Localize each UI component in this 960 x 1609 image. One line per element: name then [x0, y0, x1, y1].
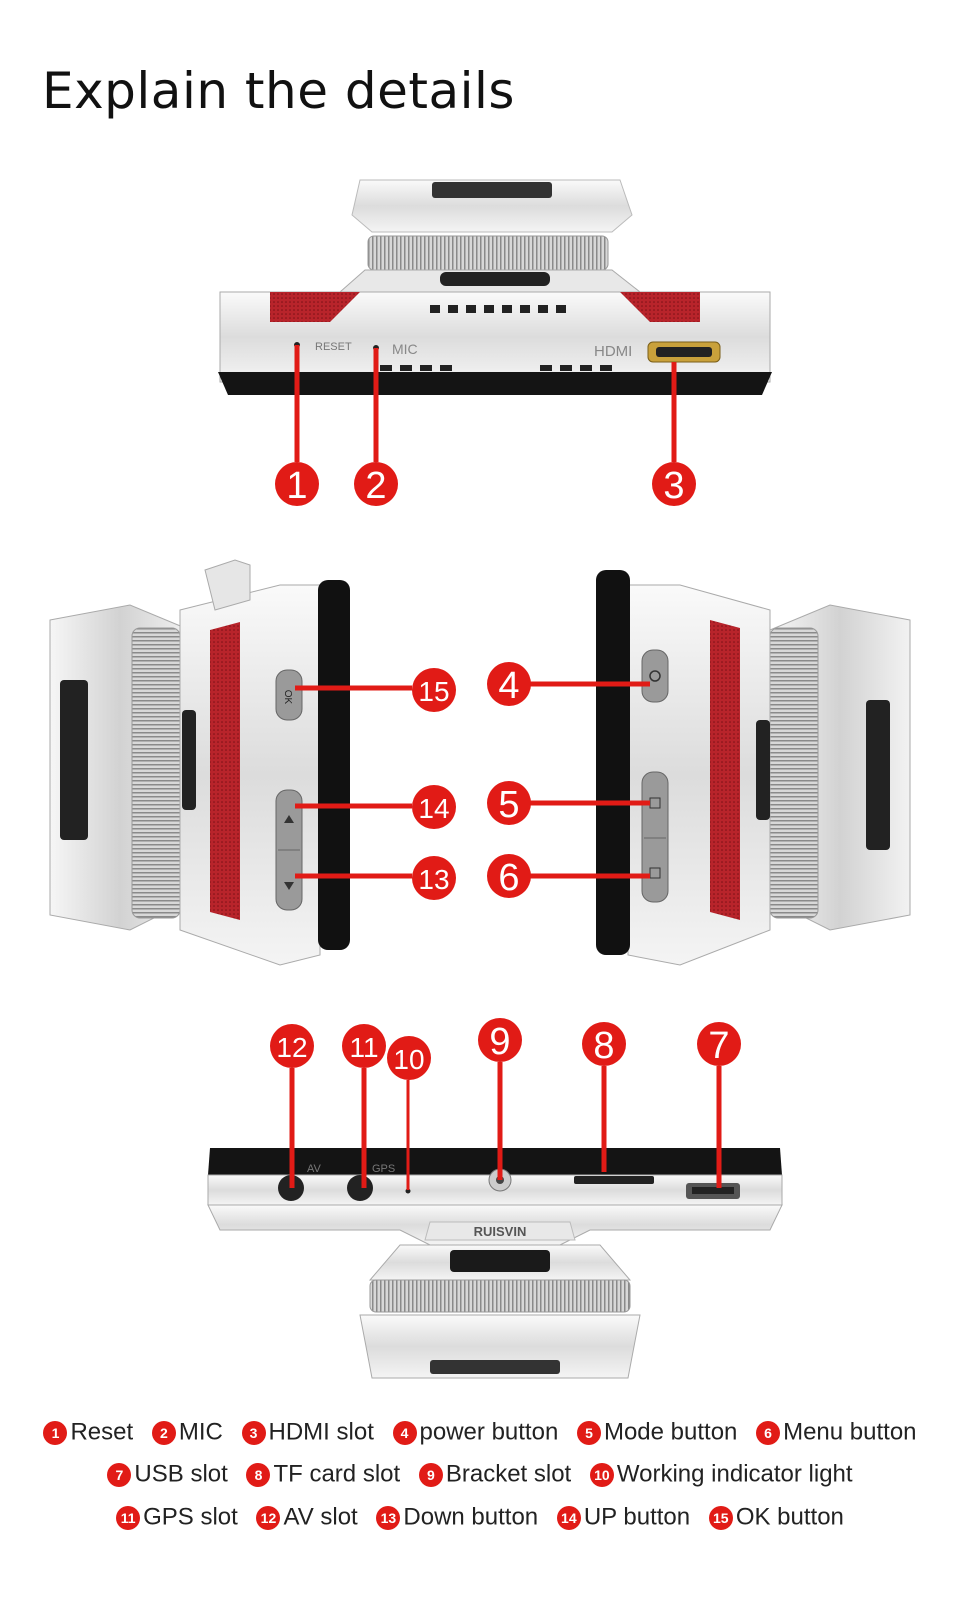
- callout-badge-9: 9: [478, 1018, 522, 1063]
- hdmi-marking: HDMI: [594, 343, 632, 360]
- callout-badge-12: 12: [270, 1024, 314, 1068]
- callout-badge-15: 15: [412, 668, 456, 712]
- callout-badges: 1 2 3 4 5 6 7 8 9 10 11 12 13 14 15: [270, 462, 741, 1080]
- svg-text:6: 6: [498, 857, 519, 899]
- av-marking: AV: [307, 1163, 322, 1175]
- svg-text:9: 9: [489, 1021, 510, 1063]
- right-side-view: [596, 570, 911, 966]
- top-view: RESET MIC HDMI: [218, 179, 772, 395]
- ok-marking: OK: [282, 690, 293, 705]
- left-side-view: OK: [49, 559, 350, 966]
- callout-badge-11: 11: [342, 1024, 386, 1068]
- bottom-view: AV GPS RUISVIN: [207, 1148, 783, 1379]
- reset-marking: RESET: [315, 341, 352, 353]
- svg-text:3: 3: [663, 465, 684, 507]
- page-title: Explain the details: [42, 62, 515, 120]
- svg-text:8: 8: [593, 1025, 614, 1067]
- callout-badge-13: 13: [412, 856, 456, 900]
- callout-badge-14: 14: [412, 785, 456, 829]
- svg-text:7: 7: [708, 1025, 729, 1067]
- callout-badge-1: 1: [275, 462, 319, 507]
- svg-text:5: 5: [498, 784, 519, 826]
- gps-marking: GPS: [372, 1163, 395, 1175]
- svg-text:15: 15: [418, 676, 449, 707]
- mic-marking: MIC: [392, 341, 418, 357]
- callout-badge-10: 10: [387, 1036, 431, 1080]
- callout-badge-2: 2: [354, 462, 398, 507]
- callout-badge-6: 6: [487, 854, 531, 899]
- svg-text:2: 2: [365, 465, 386, 507]
- svg-text:13: 13: [418, 864, 449, 895]
- callout-badge-7: 7: [697, 1022, 741, 1067]
- svg-text:14: 14: [418, 793, 449, 824]
- svg-text:1: 1: [286, 465, 307, 507]
- svg-text:10: 10: [393, 1044, 424, 1075]
- svg-text:4: 4: [498, 665, 519, 707]
- callout-badge-4: 4: [487, 662, 531, 707]
- leader-lines: [289, 345, 722, 1190]
- svg-text:11: 11: [349, 1032, 378, 1063]
- callout-badge-3: 3: [652, 462, 696, 507]
- brand-marking: RUISVIN: [474, 1224, 527, 1239]
- callout-badge-5: 5: [487, 781, 531, 826]
- device-illustration: RESET MIC HDMI OK: [49, 179, 911, 1379]
- callout-badge-8: 8: [582, 1022, 626, 1067]
- svg-text:12: 12: [276, 1032, 307, 1063]
